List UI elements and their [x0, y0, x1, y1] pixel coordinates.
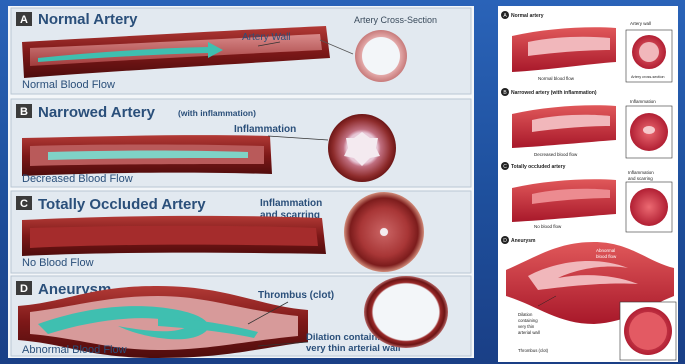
right-d-title: Aneurysm [511, 238, 536, 244]
section-a-cross-section [355, 30, 407, 82]
right-c-label1: Inflammation [628, 170, 654, 175]
section-d-callout2-line2: very thin arterial wall [306, 343, 401, 354]
right-d-label7: Thrombus (clot) [518, 348, 549, 353]
right-a-title: Normal artery [511, 13, 544, 19]
right-a-cross-lumen [639, 42, 659, 62]
right-c-flow: No blood flow [534, 224, 562, 229]
section-b-letter: B [20, 106, 28, 118]
right-d-label2: blood flow [596, 254, 617, 259]
section-d-letter: D [20, 283, 28, 295]
right-b-flow: Decreased blood flow [534, 152, 578, 157]
right-b-cross-lumen [643, 126, 655, 134]
section-c-letter: C [20, 198, 28, 210]
section-b-callout: Inflammation [234, 124, 296, 135]
section-a-title: Normal Artery [38, 11, 138, 28]
right-b-title: Narrowed artery (with inflammation) [511, 90, 597, 96]
right-b-label1: Inflammation [630, 99, 656, 104]
section-c-flow-label: No Blood Flow [22, 257, 94, 269]
right-d-label3: Dilation [518, 312, 533, 317]
right-d-label1: Abnormal [596, 248, 615, 253]
section-b-title: Narrowed Artery [38, 104, 156, 121]
right-c-cross-section [630, 188, 668, 226]
section-a-callout: Artery Wall [242, 32, 291, 43]
left-diagram-panel: A Normal Artery Artery Cross-Section Art… [8, 6, 474, 358]
section-c-pinhole-lumen [380, 228, 388, 236]
section-a-letter: A [20, 14, 28, 26]
right-d-label6: arterial wall [518, 330, 540, 335]
section-b-subtitle: (with inflammation) [178, 108, 256, 118]
right-a-flow: Normal blood flow [538, 76, 575, 81]
section-c-artery-lumen [30, 226, 318, 248]
right-a-label1: Artery wall [630, 21, 651, 26]
right-d-cross-lumen [629, 312, 667, 350]
right-diagram-svg: A Normal artery Artery wall Normal blood… [498, 6, 678, 362]
right-c-title: Totally occluded artery [511, 164, 566, 170]
section-d-callout: Thrombus (clot) [258, 290, 334, 301]
right-d-letter: D [503, 238, 507, 244]
section-b-flow-label: Decreased Blood Flow [22, 173, 133, 185]
right-diagram-panel: A Normal artery Artery wall Normal blood… [498, 6, 678, 362]
section-d-cross-section [364, 276, 448, 348]
right-d-label4: containing [518, 318, 538, 323]
section-a-cross-label: Artery Cross-Section [354, 15, 437, 25]
right-c-artery [512, 179, 616, 222]
right-d-label5: very thin [518, 324, 535, 329]
section-c-callout-line1: Inflammation [260, 198, 322, 209]
section-d-flow-label: Abnormal Blood Flow [22, 344, 127, 356]
right-a-label2: Artery cross-section [631, 75, 665, 79]
right-c-letter: C [503, 164, 507, 170]
left-diagram-svg: A Normal Artery Artery Cross-Section Art… [8, 6, 474, 358]
section-c-title: Totally Occluded Artery [38, 196, 206, 213]
right-c-label2: and scarring [628, 176, 653, 181]
section-a-flow-label: Normal Blood Flow [22, 79, 115, 91]
